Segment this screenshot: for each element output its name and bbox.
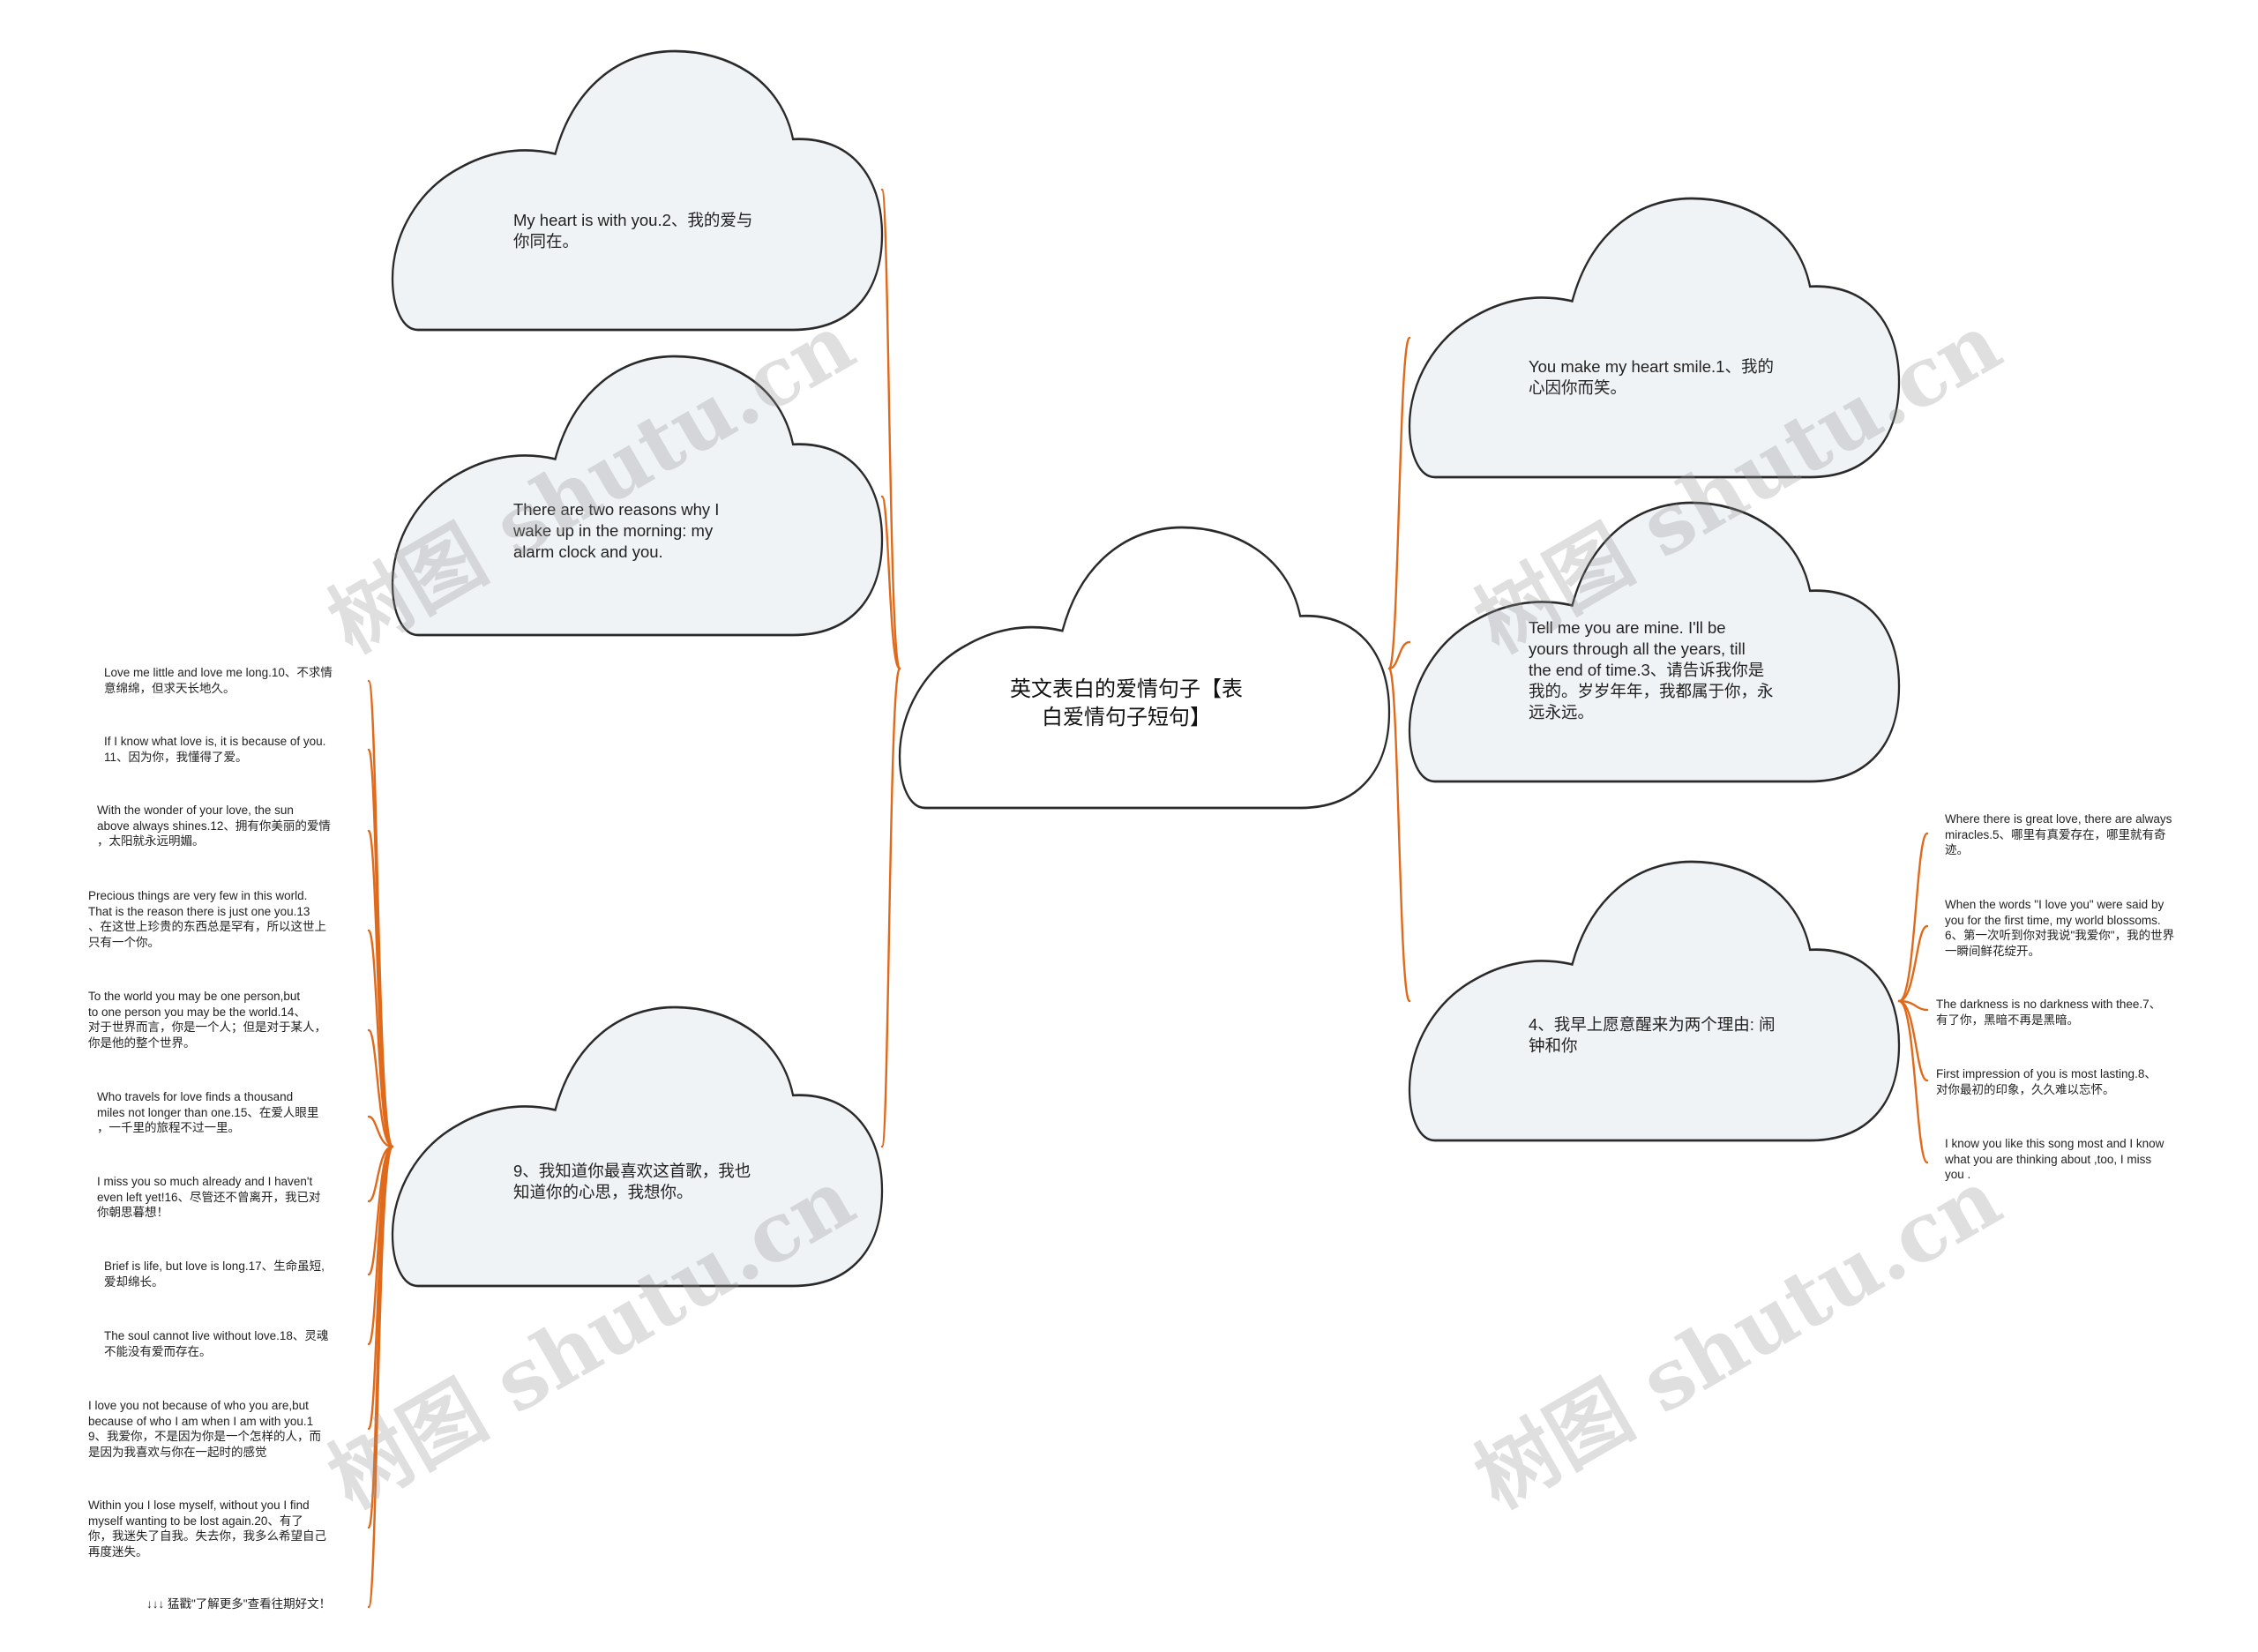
leaf-left-20[interactable]: Within you I lose myself, without you I … bbox=[88, 1499, 326, 1559]
connector-left-0 bbox=[880, 188, 901, 670]
connector-leaf-right-0 bbox=[1897, 832, 1929, 1003]
leaf-right-7[interactable]: The darkness is no darkness with thee.7、… bbox=[1936, 998, 2162, 1027]
leaf-left-13[interactable]: Precious things are very few in this wor… bbox=[88, 889, 326, 949]
cloud-right-wake bbox=[1408, 860, 1901, 1142]
leaf-left-16[interactable]: I miss you so much already and I haven't… bbox=[97, 1175, 321, 1220]
leaf-left-15[interactable]: Who travels for love finds a thousand mi… bbox=[97, 1090, 319, 1135]
cloud-left-reasons bbox=[391, 355, 884, 637]
connector-leaf-right-4 bbox=[1897, 999, 1929, 1164]
cloud-left-song bbox=[391, 1005, 884, 1288]
leaf-left-10[interactable]: Love me little and love me long.10、不求情 意… bbox=[104, 666, 333, 695]
connector-leaf-left-4 bbox=[367, 1028, 394, 1148]
connector-leaf-left-2 bbox=[367, 829, 394, 1148]
leaf-left-14[interactable]: To the world you may be one person,but t… bbox=[88, 990, 326, 1050]
connector-right-1 bbox=[1387, 640, 1411, 670]
leaf-right-6[interactable]: When the words "I love you" were said by… bbox=[1945, 898, 2175, 958]
cloud-right-smile bbox=[1408, 197, 1901, 479]
branch-right-mine[interactable]: Tell me you are mine. I'll be yours thro… bbox=[1529, 618, 1774, 722]
connector-right-2 bbox=[1387, 667, 1411, 1003]
branch-right-smile[interactable]: You make my heart smile.1、我的 心因你而笑。 bbox=[1529, 357, 1774, 398]
connector-right-0 bbox=[1387, 336, 1411, 670]
leaf-right-song[interactable]: I know you like this song most and I kno… bbox=[1945, 1137, 2165, 1182]
leaf-left-more[interactable]: ↓↓↓ 猛戳"了解更多"查看往期好文！ bbox=[146, 1597, 332, 1611]
connector-left-2 bbox=[880, 667, 901, 1148]
leaf-right-5[interactable]: Where there is great love, there are alw… bbox=[1945, 812, 2172, 857]
central-topic[interactable]: 英文表白的爱情句子【表 白爱情句子短句】 bbox=[1010, 677, 1243, 730]
central-cloud bbox=[898, 526, 1391, 810]
leaf-left-17[interactable]: Brief is life, but love is long.17、生命虽短,… bbox=[104, 1260, 325, 1289]
connector-leaf-left-6 bbox=[367, 1145, 394, 1203]
connector-leaf-right-1 bbox=[1897, 924, 1929, 1003]
leaf-right-8[interactable]: First impression of you is most lasting.… bbox=[1936, 1067, 2157, 1096]
branch-left-song[interactable]: 9、我知道你最喜欢这首歌，我也 知道你的心思，我想你。 bbox=[513, 1162, 751, 1202]
connector-leaf-left-5 bbox=[367, 1115, 394, 1148]
connector-leaf-left-11 bbox=[367, 1145, 394, 1609]
branch-left-heart[interactable]: My heart is with you.2、我的爱与 你同在。 bbox=[513, 211, 753, 251]
leaf-left-18[interactable]: The soul cannot live without love.18、灵魂 … bbox=[104, 1329, 329, 1358]
branch-left-reasons[interactable]: There are two reasons why I wake up in t… bbox=[513, 500, 720, 562]
leaf-left-12[interactable]: With the wonder of your love, the sun ab… bbox=[97, 804, 331, 848]
leaf-left-11[interactable]: If I know what love is, it is because of… bbox=[104, 735, 326, 764]
branch-right-wake[interactable]: 4、我早上愿意醒来为两个理由: 闹 钟和你 bbox=[1529, 1015, 1776, 1056]
connector-leaf-left-3 bbox=[367, 929, 394, 1148]
connector-left-1 bbox=[880, 495, 901, 670]
leaf-left-19[interactable]: I love you not because of who you are,bu… bbox=[88, 1399, 322, 1459]
connector-layer bbox=[367, 188, 1929, 1609]
cloud-left-heart bbox=[391, 49, 884, 332]
connector-leaf-right-3 bbox=[1897, 999, 1929, 1082]
